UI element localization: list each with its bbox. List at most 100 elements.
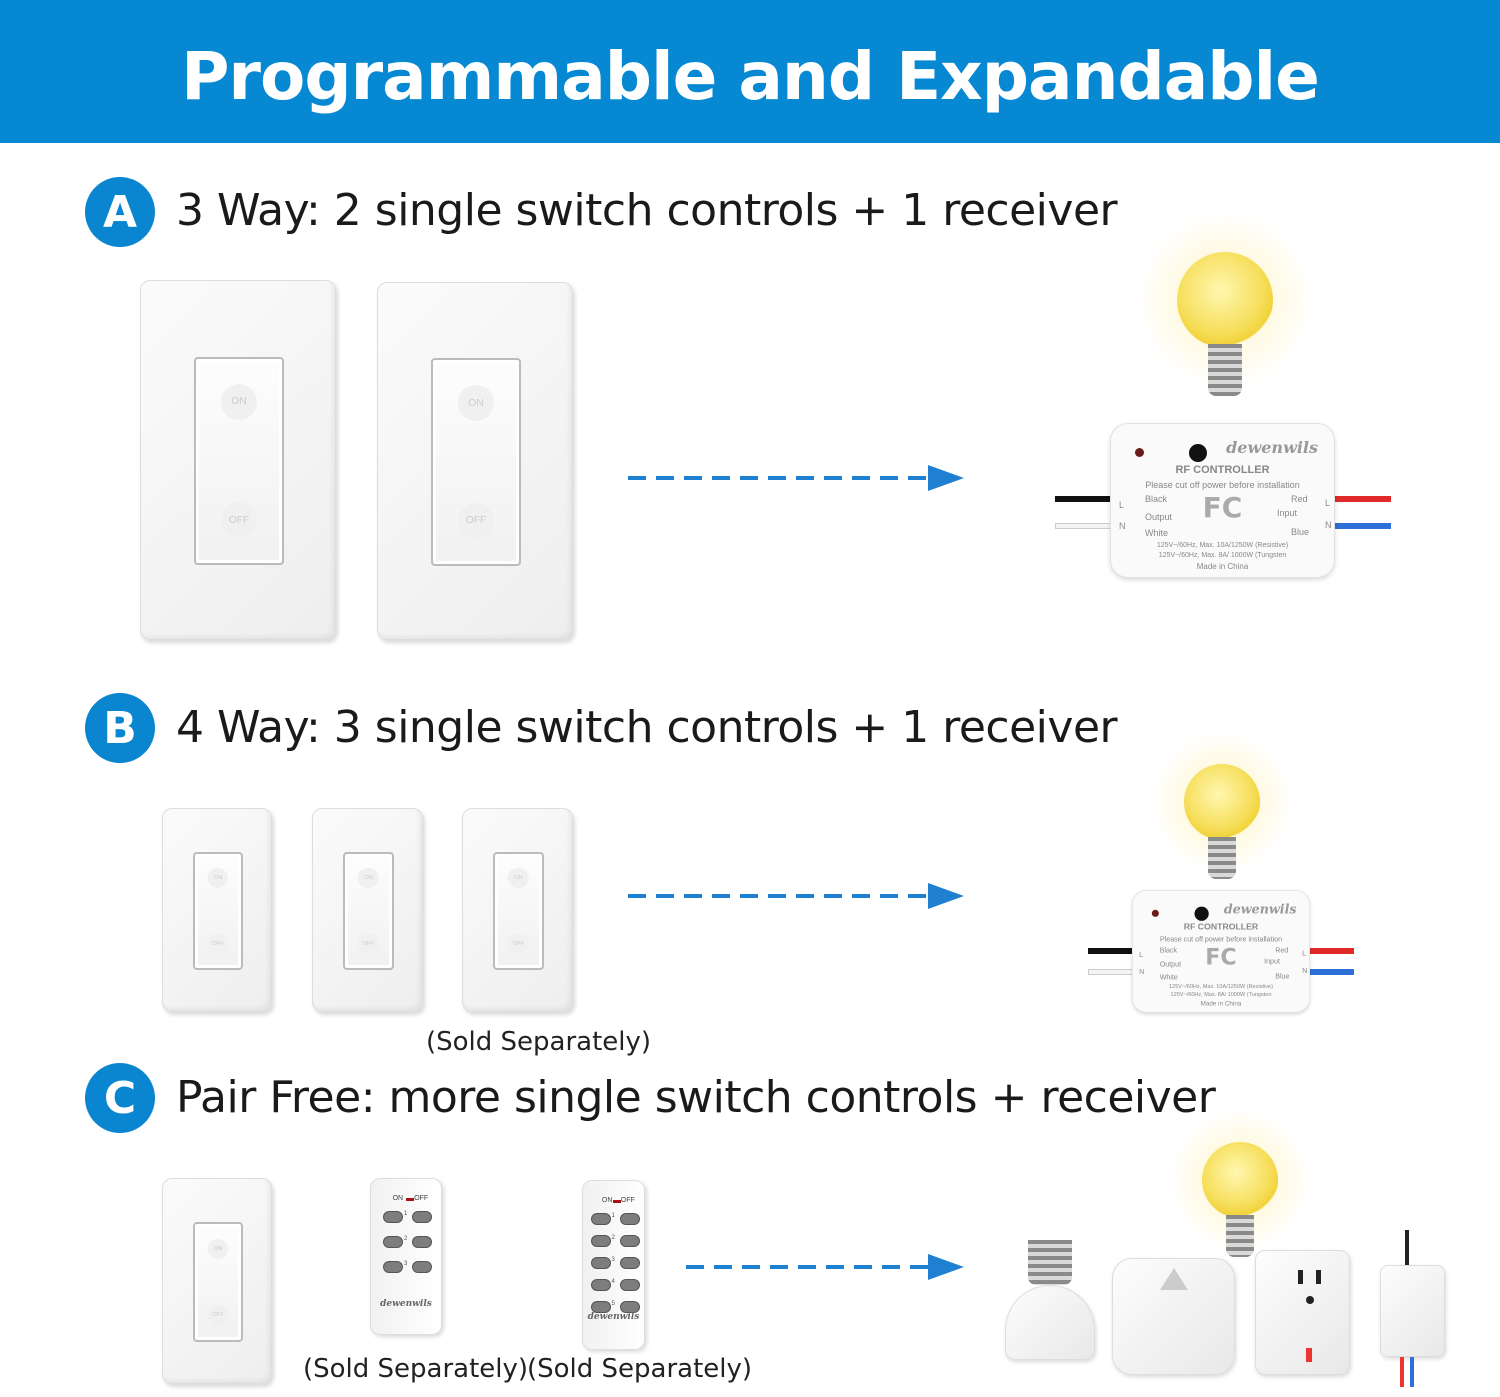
light-bulb-icon	[1201, 1141, 1279, 1219]
wire-label: Output	[1159, 960, 1182, 969]
on-button[interactable]	[590, 1301, 611, 1313]
on-button[interactable]	[590, 1235, 611, 1247]
off-label: OFF	[620, 1197, 635, 1204]
socket-thread	[1028, 1240, 1072, 1285]
wire-label: White	[1159, 973, 1178, 981]
page-title: Programmable and Expandable	[181, 38, 1320, 115]
brand-logo: dewenwils	[1223, 901, 1297, 917]
wire-label: Output	[1145, 512, 1173, 522]
wire-label: Blue	[1291, 527, 1310, 537]
wall-switch: ON OFF	[162, 1178, 272, 1384]
spec-text: 125V~/60Hz, Max. 8A/ 1000W (Tungsten	[1158, 552, 1287, 559]
off-button[interactable]	[619, 1301, 640, 1313]
section-b-title: 4 Way: 3 single switch controls + 1 rece…	[176, 702, 1118, 753]
bulb-base	[1208, 837, 1236, 879]
on-button[interactable]	[590, 1213, 611, 1225]
header-banner: Programmable and Expandable	[0, 0, 1500, 143]
learn-button[interactable]	[1194, 906, 1209, 921]
on-label: ON	[392, 1195, 404, 1202]
sold-separately-label: (Sold Separately)	[426, 1027, 652, 1057]
arrow-icon	[686, 1254, 964, 1280]
led	[613, 1200, 622, 1203]
on-label: ON	[207, 1238, 229, 1259]
off-label: OFF	[207, 1305, 229, 1326]
section-c-title: Pair Free: more single switch controls +…	[176, 1072, 1216, 1123]
off-button[interactable]	[619, 1279, 640, 1291]
outlet-receiver	[1255, 1250, 1350, 1375]
wire-label: N	[1302, 966, 1308, 975]
wire-label: Black	[1159, 946, 1178, 955]
on-button[interactable]	[383, 1211, 403, 1223]
outlet-slots-icon	[1298, 1270, 1303, 1284]
channel-number: 3	[404, 1261, 408, 1267]
wire-label: Input	[1277, 508, 1298, 518]
off-button[interactable]	[619, 1235, 640, 1247]
learn-button[interactable]	[1189, 444, 1207, 462]
red-wire	[1400, 1357, 1404, 1387]
brand-logo: dewenwils	[380, 1298, 432, 1309]
badge-a: A	[85, 177, 155, 247]
ground-hole-icon	[1306, 1296, 1314, 1304]
badge-b: B	[85, 693, 155, 763]
off-label: OFF	[358, 933, 379, 954]
arrow-icon	[628, 465, 964, 491]
wire-label: N	[1325, 520, 1332, 530]
off-button[interactable]	[412, 1261, 432, 1273]
on-button[interactable]	[590, 1257, 611, 1269]
channel-number: 4	[611, 1279, 615, 1285]
made-in-label: Made in China	[1196, 562, 1249, 571]
off-label: OFF	[457, 502, 495, 539]
wire-label: Red	[1291, 494, 1308, 504]
wire-label: Blue	[1275, 972, 1290, 981]
blue-wire	[1310, 969, 1355, 976]
off-label: OFF	[207, 933, 229, 954]
section-a-title: 3 Way: 2 single switch controls + 1 rece…	[176, 185, 1118, 236]
led	[405, 1198, 414, 1201]
on-button[interactable]	[383, 1236, 403, 1248]
off-label: OFF	[220, 502, 258, 539]
fcc-logo: FC	[1202, 491, 1243, 525]
channel-number: 1	[611, 1213, 615, 1219]
on-label: ON	[508, 868, 529, 889]
off-button[interactable]	[412, 1211, 432, 1223]
blue-wire	[1410, 1357, 1414, 1387]
spec-text: 125V~/60Hz, Max. 10A/1250W (Resistive)	[1169, 984, 1273, 990]
black-wire	[1055, 496, 1111, 502]
wire-label: L	[1325, 498, 1331, 508]
channel-number: 1	[404, 1211, 408, 1217]
channel-number: 3	[611, 1257, 615, 1263]
brand-logo: dewenwils	[1226, 438, 1318, 457]
on-button[interactable]	[590, 1279, 611, 1291]
indicator-led	[1306, 1348, 1312, 1362]
wire-label: Input	[1264, 957, 1280, 966]
fcc-logo: FC	[1205, 944, 1237, 971]
on-label: ON	[220, 383, 258, 420]
on-label: ON	[457, 385, 495, 422]
on-button[interactable]	[383, 1261, 403, 1273]
rf-controller-label: RF CONTROLLER	[1175, 464, 1270, 476]
socket-adapter	[1005, 1285, 1095, 1360]
brand-logo: dewenwils	[587, 1311, 640, 1322]
warning-text: Please cut off power before installation	[1145, 480, 1300, 490]
spec-text: 125V~/60Hz, Max. 8A/ 1000W (Tungsten	[1170, 992, 1272, 998]
off-button[interactable]	[619, 1213, 640, 1225]
red-wire	[1310, 947, 1355, 954]
channel-number: 5	[611, 1301, 615, 1307]
spec-text: 125V~/60Hz, Max. 10A/1250W (Resistive)	[1156, 542, 1289, 549]
rf-receiver: dewenwils RF CONTROLLER Please cut off pow…	[1110, 423, 1335, 578]
bulb-base	[1226, 1215, 1254, 1257]
black-wire	[1405, 1230, 1409, 1265]
wire-label: L	[1302, 949, 1307, 958]
badge-c: C	[85, 1063, 155, 1133]
rocker-button: ON OFF	[193, 356, 285, 566]
off-button[interactable]	[619, 1257, 640, 1269]
arrow-icon	[628, 883, 964, 909]
off-button[interactable]	[412, 1236, 432, 1248]
on-label: ON	[358, 868, 379, 889]
